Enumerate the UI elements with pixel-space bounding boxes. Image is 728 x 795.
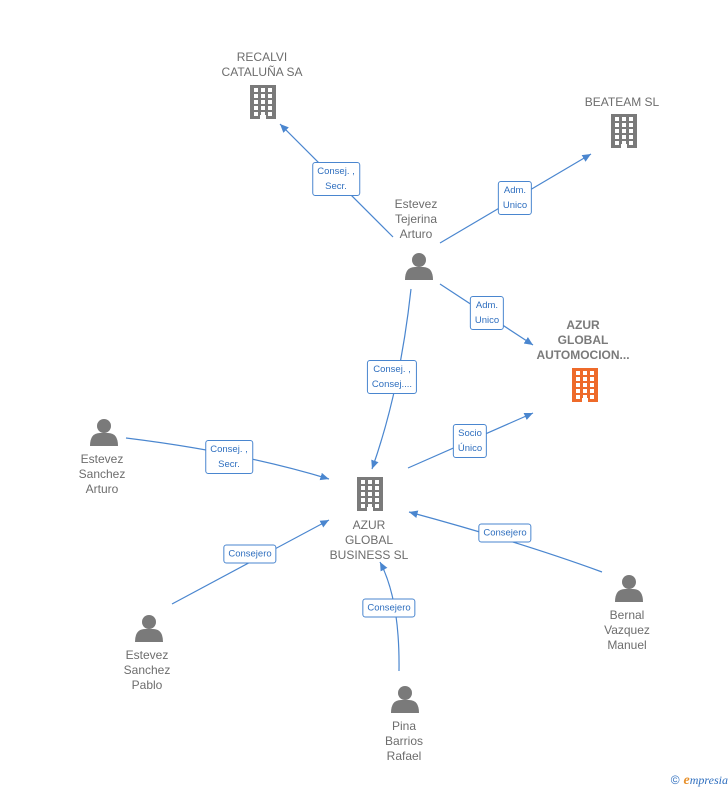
node-label-line: Vazquez xyxy=(604,623,650,637)
person-icon-estevez_sanchez_pablo[interactable] xyxy=(135,615,163,642)
edge-label-line: Secr. xyxy=(218,459,240,470)
node-label-line: BEATEAM SL xyxy=(584,95,660,109)
node-label-line: CATALUÑA SA xyxy=(221,65,303,79)
building-icon-azur_business[interactable] xyxy=(357,477,383,511)
edge-label-line: Consejero xyxy=(367,602,411,614)
node-label-line: Arturo xyxy=(85,482,119,496)
edge-label-line: Consej. , xyxy=(373,364,411,375)
node-label-line: Manuel xyxy=(607,638,647,652)
person-icon-bernal[interactable] xyxy=(615,575,643,602)
edge-label-line: Socio xyxy=(458,428,482,439)
node-label-line: RECALVI xyxy=(236,50,288,64)
node-label-line: Estevez xyxy=(80,452,124,466)
building-icon-beateam[interactable] xyxy=(611,114,637,148)
edge-label-estevez_tejerina-to-azur_automocion[interactable]: Adm. Unico xyxy=(469,296,505,330)
brand-name: mpresia xyxy=(689,773,728,787)
edge-label-line: Consej.... xyxy=(371,379,413,390)
copyright-symbol: © xyxy=(670,773,680,787)
node-label-line: AZUR xyxy=(566,318,600,332)
edge-label-line: Único xyxy=(457,443,483,454)
edge-label-line: Consej. , xyxy=(210,444,248,455)
person-icon-estevez_tejerina[interactable] xyxy=(405,253,433,280)
node-label-line: Rafael xyxy=(386,749,422,763)
brand-initial: e xyxy=(683,773,690,788)
edge-label-bernal-to-azur_business[interactable]: Consejero xyxy=(478,523,532,543)
node-label-line: Tejerina xyxy=(394,212,438,226)
node-label-line: Pablo xyxy=(131,678,163,692)
edge-label-line: Unico xyxy=(502,200,528,211)
node-label-line: Estevez xyxy=(125,648,169,662)
person-icon-pina[interactable] xyxy=(391,686,419,713)
person-icon-estevez_sanchez_arturo[interactable] xyxy=(90,419,118,446)
node-label-line: BUSINESS SL xyxy=(329,548,409,562)
edge-label-estevez_tejerina-to-azur_business[interactable]: Consej. , Consej.... xyxy=(366,360,418,394)
building-icon-azur_automocion[interactable] xyxy=(572,368,598,402)
node-label-line: Barrios xyxy=(384,734,424,748)
edge-label-line: Adm. xyxy=(503,185,527,196)
node-label-line: Estevez xyxy=(394,197,438,211)
edge-label-line: Consej. , xyxy=(317,166,355,177)
edge-label-estevez_tejerina-to-beateam[interactable]: Adm. Unico xyxy=(497,181,533,215)
node-label-line: GLOBAL xyxy=(557,333,609,347)
node-label-line: Sanchez xyxy=(123,663,171,677)
node-label-line: Sanchez xyxy=(78,467,126,481)
node-label-line: AUTOMOCION... xyxy=(536,348,630,362)
node-label-line: GLOBAL xyxy=(344,533,394,547)
edge-label-line: Consejero xyxy=(483,527,527,539)
edge-label-estevez_tejerina-to-recalvi[interactable]: Consej. , Secr. xyxy=(312,162,360,196)
edge-label-line: Consejero xyxy=(228,548,272,560)
building-icon-recalvi[interactable] xyxy=(250,85,276,119)
edge-label-line: Secr. xyxy=(325,181,347,192)
edge-label-line: Adm. xyxy=(475,300,499,311)
node-label-beateam[interactable]: BEATEAM SL xyxy=(585,95,659,110)
footer-brand: ©empresia xyxy=(671,773,728,789)
node-label-line: AZUR xyxy=(352,518,386,532)
node-label-line: Pina xyxy=(391,719,417,733)
edge-label-estevez_sanchez_pablo-to-azur_business[interactable]: Consejero xyxy=(223,544,277,564)
node-label-line: Bernal xyxy=(609,608,645,622)
edge-label-pina-to-azur_business[interactable]: Consejero xyxy=(362,598,416,618)
edge-label-line: Unico xyxy=(474,315,500,326)
node-label-line: Arturo xyxy=(399,227,433,241)
edge-label-estevez_sanchez_arturo-to-azur_business[interactable]: Consej. , Secr. xyxy=(205,440,253,474)
